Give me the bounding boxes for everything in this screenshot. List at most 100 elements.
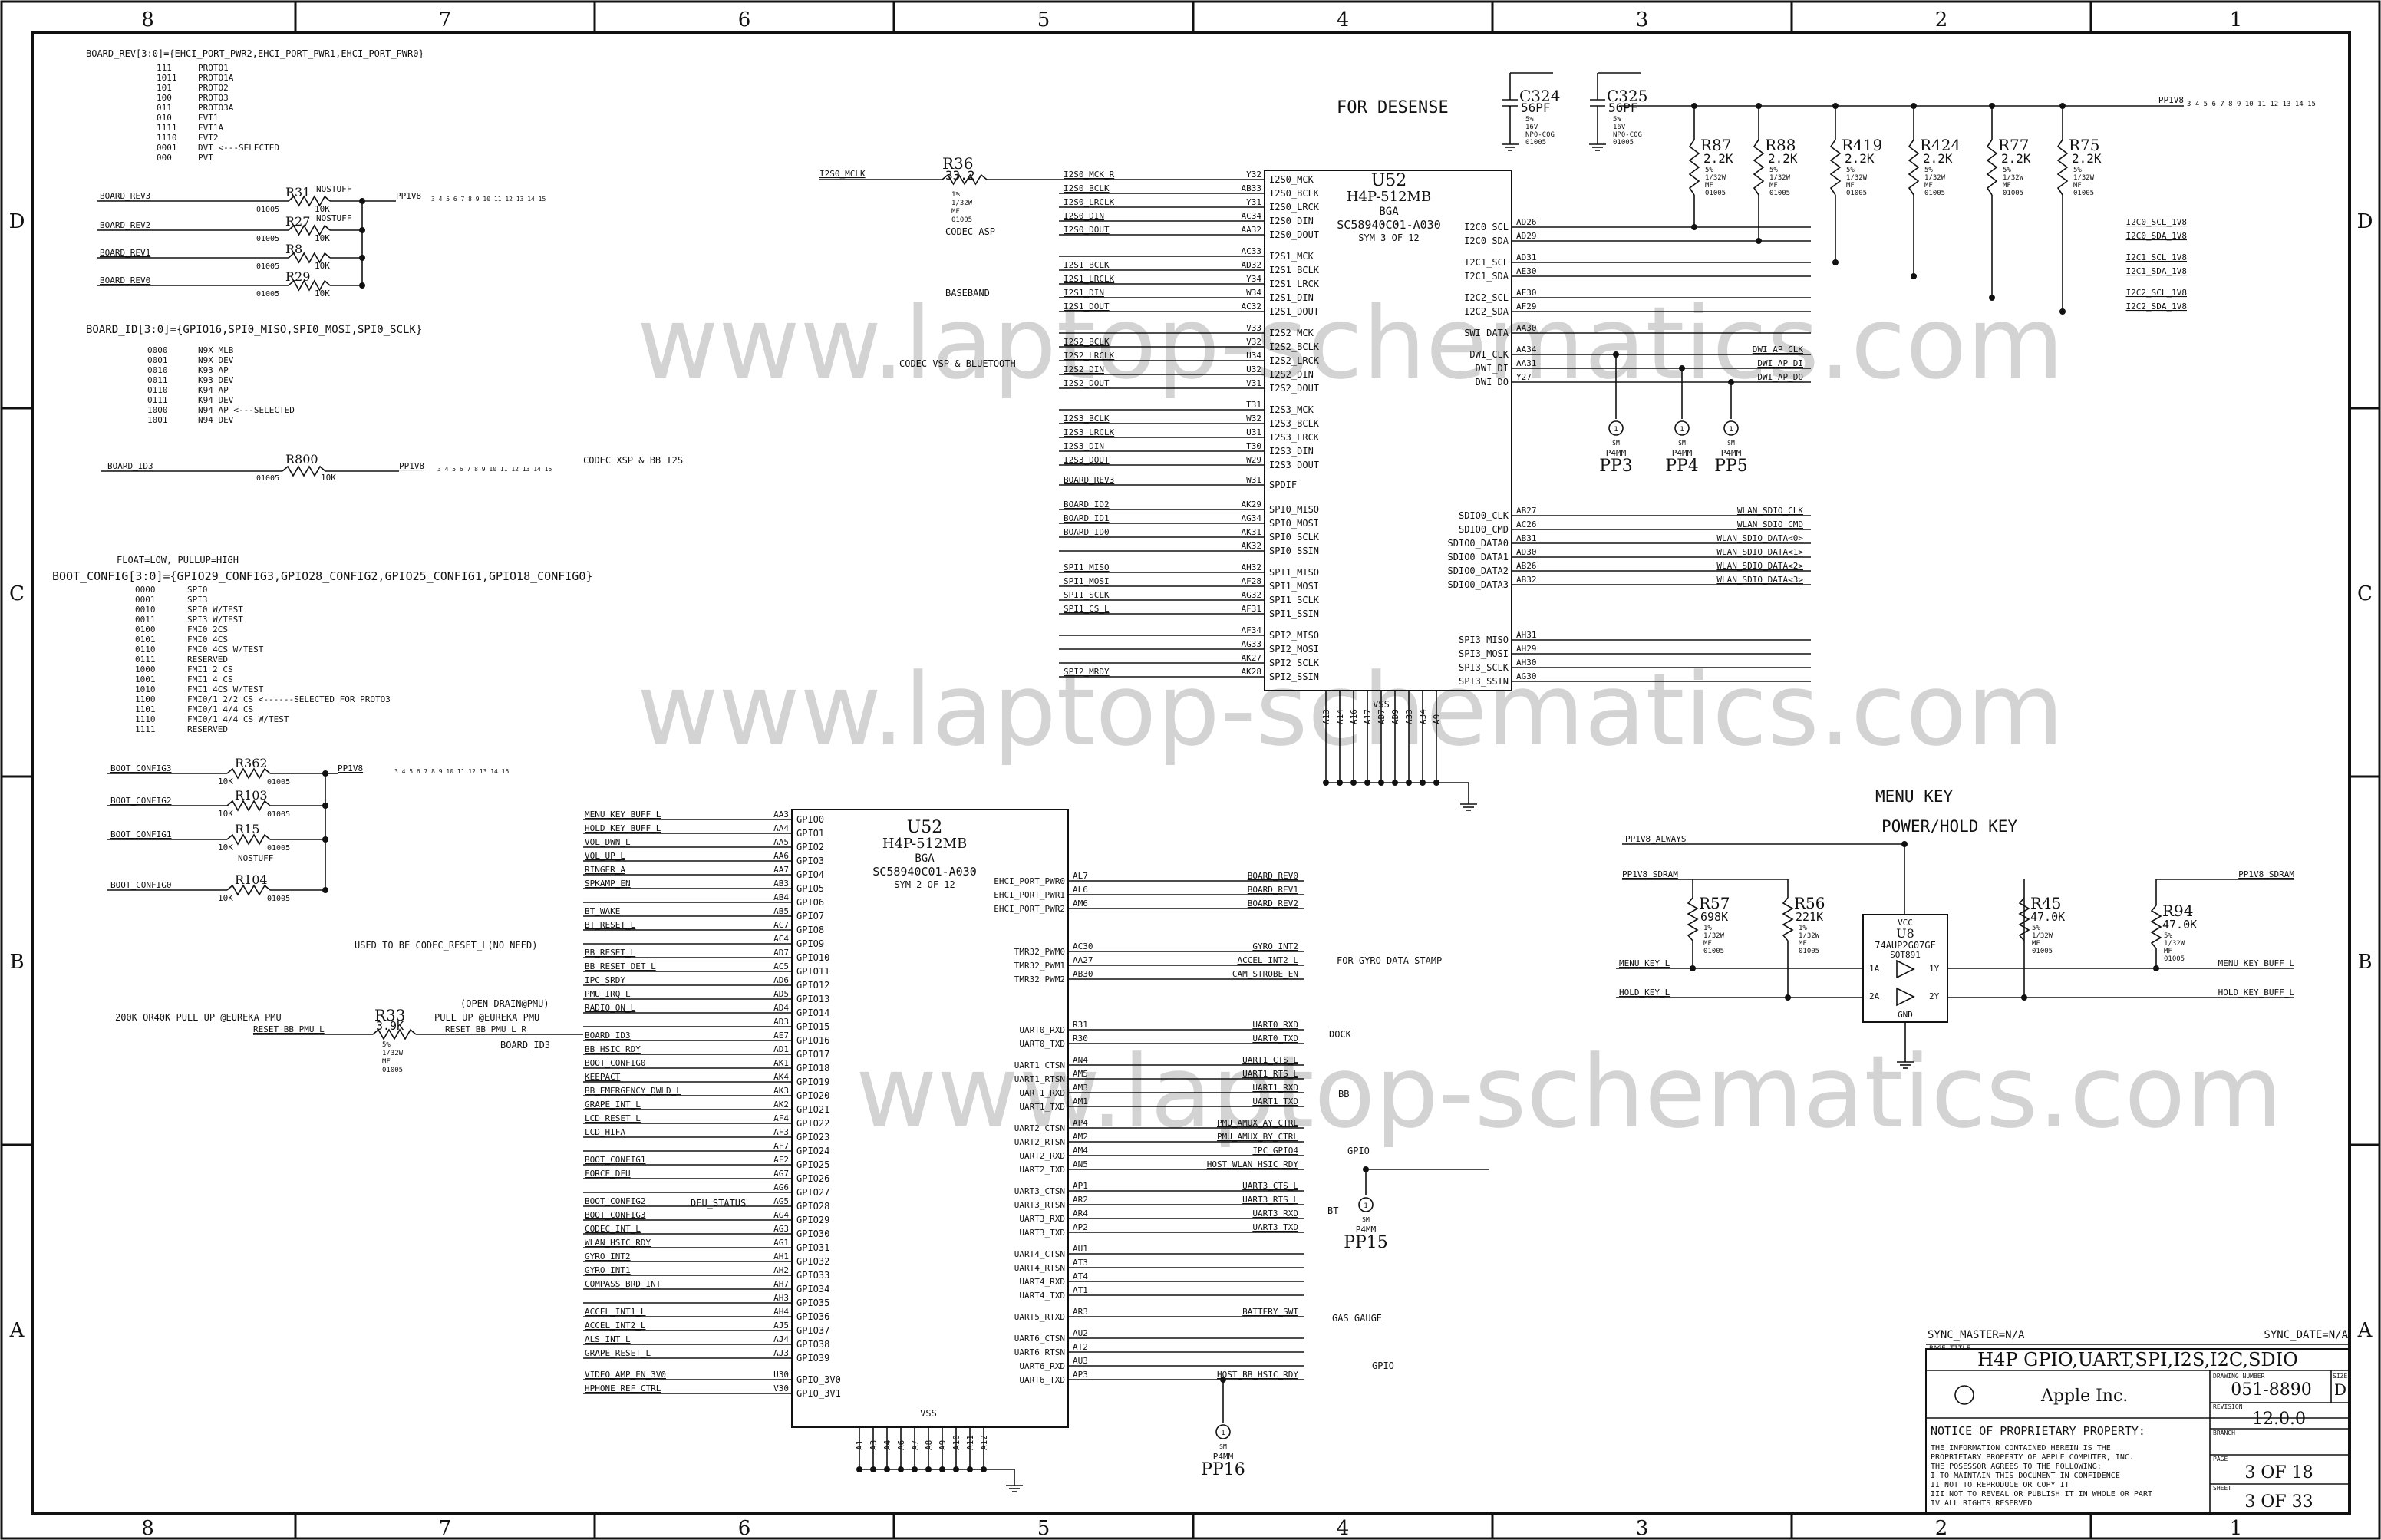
u52-sym3-net: SPI1_MOSI	[1064, 576, 1110, 586]
pp3-pin: 1	[1614, 426, 1618, 434]
u52-sym2-ball: AR2	[1073, 1195, 1088, 1205]
u52-sym2-ball: AA5	[773, 837, 789, 847]
boot-config-code: 0110	[135, 645, 156, 655]
junction-dot	[912, 1466, 918, 1472]
junction-dot	[870, 1466, 876, 1472]
u52-sym2-pin-name: GPIO25	[796, 1159, 829, 1170]
u52-sym3-ball: AH29	[1516, 644, 1537, 654]
board-id-r800-net: BOARD_ID3	[107, 461, 153, 471]
pull-200k-note: 200K OR40K PULL UP @EUREKA PMU	[115, 1012, 282, 1023]
pp5-ref: PP5	[1714, 457, 1748, 476]
u52-sym2-ball: R30	[1073, 1034, 1088, 1044]
u52-sym3-net: I2S0_MCK_R	[1064, 170, 1115, 180]
u52-sym2-net: BOARD_REV0	[1248, 871, 1298, 881]
pullup-resistor	[1829, 139, 1842, 196]
u52-sym2-pin-name: GPIO20	[796, 1090, 829, 1101]
u52-sym2-net: BB_RESET_DET_L	[585, 961, 656, 971]
r33-spec: 5%	[382, 1041, 391, 1049]
r56-resistor	[1782, 897, 1794, 941]
board-rev-ref: R29	[285, 269, 310, 284]
frame-col-label: 4	[1337, 8, 1350, 31]
board-id-name: K94 DEV	[198, 395, 234, 405]
u8-part: 74AUP2G07GF	[1875, 940, 1935, 951]
frame-col-label: 7	[439, 1517, 452, 1540]
u52-sym2-ball: AT2	[1073, 1342, 1088, 1352]
u52-sym2-net: BB_RESET_L	[585, 948, 636, 958]
u52-sym2-pin-name: UART5_RTXD	[1014, 1312, 1065, 1322]
u52-sym2-ball: AD5	[773, 989, 789, 999]
junction-dot	[1728, 379, 1734, 385]
u52-sym2-ball: AK4	[773, 1072, 789, 1082]
title-notice-line: II NOT TO REPRODUCE OR COPY IT	[1931, 1481, 2069, 1489]
u8-pin-2a: 2A	[1869, 991, 1880, 1001]
title-sheet: 3 OF 33	[2244, 1492, 2313, 1512]
pp5-pin-label: SM	[1727, 440, 1735, 447]
u52-sym3-pin-name: SPDIF	[1269, 480, 1297, 490]
frame-row-label: A	[9, 1319, 25, 1342]
u52-sym3-ball: AB31	[1516, 533, 1537, 543]
u52-sym2-pin-name: GPIO17	[796, 1049, 829, 1060]
u52-sym3-net: DWI_AP_DO	[1757, 372, 1803, 382]
u52-sym2-pin-name: UART1_CTSN	[1014, 1060, 1065, 1070]
boot-config-header: BOOT_CONFIG[3:0]={GPIO29_CONFIG3,GPIO28_…	[52, 569, 592, 583]
cap-spec: 01005	[1613, 139, 1634, 147]
board-rev-code: 0001	[157, 143, 177, 153]
u52-sym3-net: I2S3_LRCLK	[1064, 427, 1115, 437]
board-rev-code: 101	[157, 83, 172, 93]
frame-col-label: 6	[738, 1517, 751, 1540]
u52-sym2-ball: AF4	[773, 1113, 789, 1123]
r45-spec: 5%	[2032, 925, 2040, 932]
junction-dot	[1832, 103, 1839, 109]
u52-sym3-ball: AB26	[1516, 561, 1537, 571]
boot-config-name: FMI0/1 4/4 CS W/TEST	[187, 714, 289, 724]
board-rev-code: 111	[157, 63, 172, 73]
u52-sym2-ball: AH2	[773, 1265, 789, 1275]
u52-sym2-net: UART0_TXD	[1252, 1034, 1298, 1044]
u52-sym2-ball: AM4	[1073, 1146, 1088, 1156]
pullup-ref: R77	[1998, 136, 2030, 154]
junction-dot	[898, 1466, 904, 1472]
u52-sym2-pin-name: TMR32_PWM2	[1014, 974, 1065, 984]
junction-dot	[953, 1466, 959, 1472]
junction-dot	[1406, 780, 1412, 786]
u52-sym2-pin-name: UART0_TXD	[1019, 1039, 1065, 1049]
hold-key-l: HOLD_KEY_L	[1619, 988, 1670, 998]
u52-sym2-net: UART1_RXD	[1252, 1083, 1298, 1093]
u52-sym2-ball: AF3	[773, 1127, 789, 1137]
u52-sym2-net: IPC_SRDY	[585, 975, 625, 985]
pullup-spec: MF	[1846, 182, 1855, 190]
junction-dot	[1756, 103, 1762, 109]
u52-sym3-ball: AK29	[1242, 500, 1262, 509]
u52-sym2-pin-name: UART2_CTSN	[1014, 1123, 1065, 1133]
u52-sym2-pin-name: UART4_TXD	[1019, 1291, 1065, 1301]
u52-sym2-ball: AJ5	[773, 1321, 789, 1331]
board-rev-header: BOARD_REV[3:0]={EHCI_PORT_PWR2,EHCI_PORT…	[86, 48, 424, 59]
u52-sym2-ball: AH4	[773, 1307, 789, 1317]
junction-dot	[1691, 103, 1697, 109]
junction-dot	[2059, 103, 2066, 109]
r94-value: 47.0K	[2162, 918, 2197, 932]
u52-sym2-ball: AL6	[1073, 885, 1088, 895]
u52-sym2-net: BATTERY_SWI	[1242, 1307, 1298, 1317]
frame-col-label: 2	[1935, 8, 1948, 31]
r45-ref: R45	[2030, 894, 2062, 912]
u52-sym3-pin-name: SDIO0_DATA2	[1448, 566, 1509, 576]
title-sheet-label: SHEET	[2213, 1485, 2231, 1492]
u52-sym3-pin-name: SDIO0_DATA3	[1448, 579, 1509, 590]
u52-sym2-pin-name: GPIO14	[796, 1007, 829, 1018]
cap-spec: 5%	[1613, 116, 1621, 124]
boot-config-value: 10K	[218, 777, 233, 786]
vss-ball: A13	[1321, 709, 1331, 724]
frame-col-label: 3	[1636, 8, 1649, 31]
u52-sym2-ball: AR4	[1073, 1209, 1088, 1218]
u52-sym3-pin-name: SDIO0_CMD	[1459, 524, 1509, 535]
u52-sym3-pin-name: SPI1_MISO	[1269, 567, 1319, 578]
pp15-pad	[1358, 1197, 1374, 1212]
boot-config-ref: R103	[235, 788, 268, 803]
board-rev-code: 1110	[157, 133, 177, 143]
board-rev-name: EVT1	[198, 113, 219, 123]
watermark-text: www.laptop-schematics.com	[856, 1034, 2283, 1150]
u52-sym3-net: I2S2_DIN	[1064, 364, 1104, 374]
u52-sym2-pin-name: UART1_RTSN	[1014, 1074, 1065, 1084]
